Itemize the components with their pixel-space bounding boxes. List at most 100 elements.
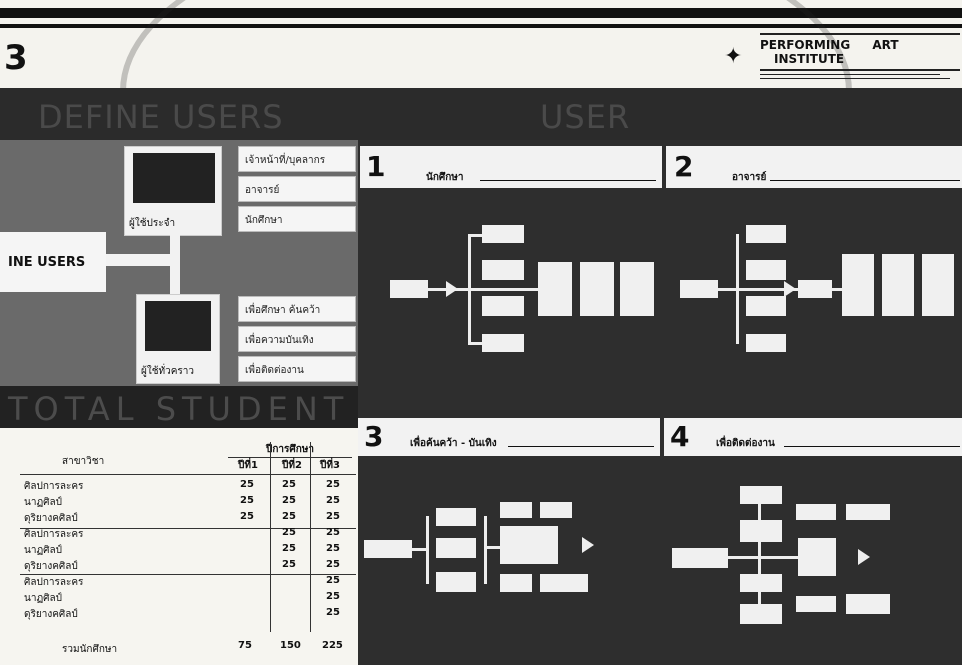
flow-node	[746, 260, 786, 280]
table-cell-major: ดุริยางคศิลป์	[24, 559, 78, 574]
year-header: ปีที่2	[282, 458, 302, 473]
logo-word-institute: INSTITUTE	[774, 52, 844, 66]
logo-word-performing: PERFORMING	[760, 38, 850, 52]
table-cell-y3: 25	[326, 511, 340, 522]
flow-node	[390, 280, 428, 298]
institute-logo: ✦ PERFORMING ART INSTITUTE	[760, 30, 960, 90]
flow-node	[364, 540, 412, 558]
flow-node	[746, 225, 786, 243]
section-title: เพื่อค้นคว้า - บันเทิง	[410, 436, 497, 451]
table-row: ดุริยางคศิลป์ 25 25	[0, 558, 358, 574]
table-cell-y2: 25	[282, 559, 296, 570]
visitor-photo	[145, 301, 211, 351]
flow-node	[846, 504, 890, 520]
table-cell-major: นาฏศิลป์	[24, 495, 62, 510]
flow-node	[798, 280, 832, 298]
section-number: 2	[674, 150, 693, 183]
table-cell-y2: 25	[282, 511, 296, 522]
chip-teacher: อาจารย์	[238, 176, 356, 202]
define-users-label: INE USERS	[0, 232, 106, 292]
section-4-header: 4 เพื่อติดต่องาน	[664, 418, 962, 456]
section-number: 4	[670, 420, 689, 453]
table-cell-major: ดุริยางคศิลป์	[24, 607, 78, 622]
table-row: ดุริยางคศิลป์ 25	[0, 606, 358, 622]
user-card-caption: ผู้ใช้ประจำ	[129, 216, 175, 231]
table-cell-major: นาฏศิลป์	[24, 591, 62, 606]
arrow-icon	[446, 281, 458, 297]
flow-node	[500, 574, 532, 592]
total-student-heading: TOTAL STUDENT	[8, 390, 349, 428]
table-cell-y3: 25	[326, 527, 340, 538]
table-group-header: ปีการศึกษา	[228, 442, 352, 458]
flow-node	[482, 260, 524, 280]
flow-node	[538, 262, 572, 316]
user-band-heading: USER	[540, 98, 630, 136]
section-title: อาจารย์	[732, 170, 766, 185]
flow-node	[922, 254, 954, 316]
flow-node	[436, 508, 476, 526]
flow-node	[882, 254, 914, 316]
table-major-header: สาขาวิชา	[62, 454, 104, 469]
table-cell-major: ดุริยางคศิลป์	[24, 511, 78, 526]
play-arrow-icon	[858, 549, 870, 565]
section-number: 1	[366, 150, 385, 183]
section-2-header: 2 อาจารย์	[666, 146, 962, 188]
table-cell-y3: 25	[326, 559, 340, 570]
play-arrow-icon	[582, 537, 594, 553]
connector-horizontal	[106, 254, 170, 266]
define-users-heading: DEFINE USERS	[38, 98, 284, 136]
section-number: 3	[364, 420, 383, 453]
chip-entertainment: เพื่อความบันเทิง	[238, 326, 356, 352]
table-cell-y1: 25	[240, 495, 254, 506]
flow-node	[740, 520, 782, 542]
total-y2: 150	[280, 640, 301, 651]
student-table: ปีการศึกษา สาขาวิชา ปีที่1 ปีที่2 ปีที่3…	[0, 428, 358, 665]
flow-node	[798, 538, 836, 576]
table-cell-y3: 25	[326, 543, 340, 554]
flow-node	[482, 334, 524, 352]
table-row: ดุริยางคศิลป์ 25 25 25	[0, 510, 358, 526]
table-cell-y3: 25	[326, 479, 340, 490]
chip-research: เพื่อศึกษา ค้นคว้า	[238, 296, 356, 322]
flow-node	[796, 596, 836, 612]
flow-node	[540, 574, 588, 592]
flow-node	[796, 504, 836, 520]
flow-node	[540, 502, 572, 518]
user-card-regular: ผู้ใช้ประจำ	[124, 146, 222, 236]
table-cell-y3: 25	[326, 607, 340, 618]
flow-node	[436, 572, 476, 592]
table-cell-y2: 25	[282, 495, 296, 506]
section-title: เพื่อติดต่องาน	[716, 436, 775, 451]
chip-student: นักศึกษา	[238, 206, 356, 232]
table-cell-y2: 25	[282, 543, 296, 554]
flow-node	[482, 225, 524, 243]
total-label: รวมนักศึกษา	[62, 642, 117, 657]
total-y3: 225	[322, 640, 343, 651]
table-row: นาฏศิลป์25	[0, 590, 358, 606]
table-cell-major: ศิลปการละคร	[24, 479, 83, 494]
table-cell-major: นาฏศิลป์	[24, 543, 62, 558]
flow-node	[580, 262, 614, 316]
user-card-temporary: ผู้ใช้ทั่วคราว	[136, 294, 220, 384]
flow-node	[620, 262, 654, 316]
user-card-caption: ผู้ใช้ทั่วคราว	[141, 364, 194, 379]
users-photo	[133, 153, 215, 203]
define-users-band: DEFINE USERS USER	[0, 88, 962, 140]
table-row: นาฏศิลป์ 25 25	[0, 542, 358, 558]
flow-node	[746, 334, 786, 352]
table-cell-y1: 25	[240, 511, 254, 522]
flow-node	[740, 486, 782, 504]
dancer-icon: ✦	[724, 44, 742, 69]
chip-staff: เจ้าหน้าที่/บุคลากร	[238, 146, 356, 172]
arrow-icon	[784, 281, 796, 297]
chip-contact: เพื่อติดต่องาน	[238, 356, 356, 382]
flow-node	[500, 526, 558, 564]
table-cell-y3: 25	[326, 575, 340, 586]
total-student-band: TOTAL STUDENT	[0, 386, 358, 428]
year-header: ปีที่3	[320, 458, 340, 473]
flow-node	[500, 502, 532, 518]
connector-vertical	[170, 234, 180, 294]
